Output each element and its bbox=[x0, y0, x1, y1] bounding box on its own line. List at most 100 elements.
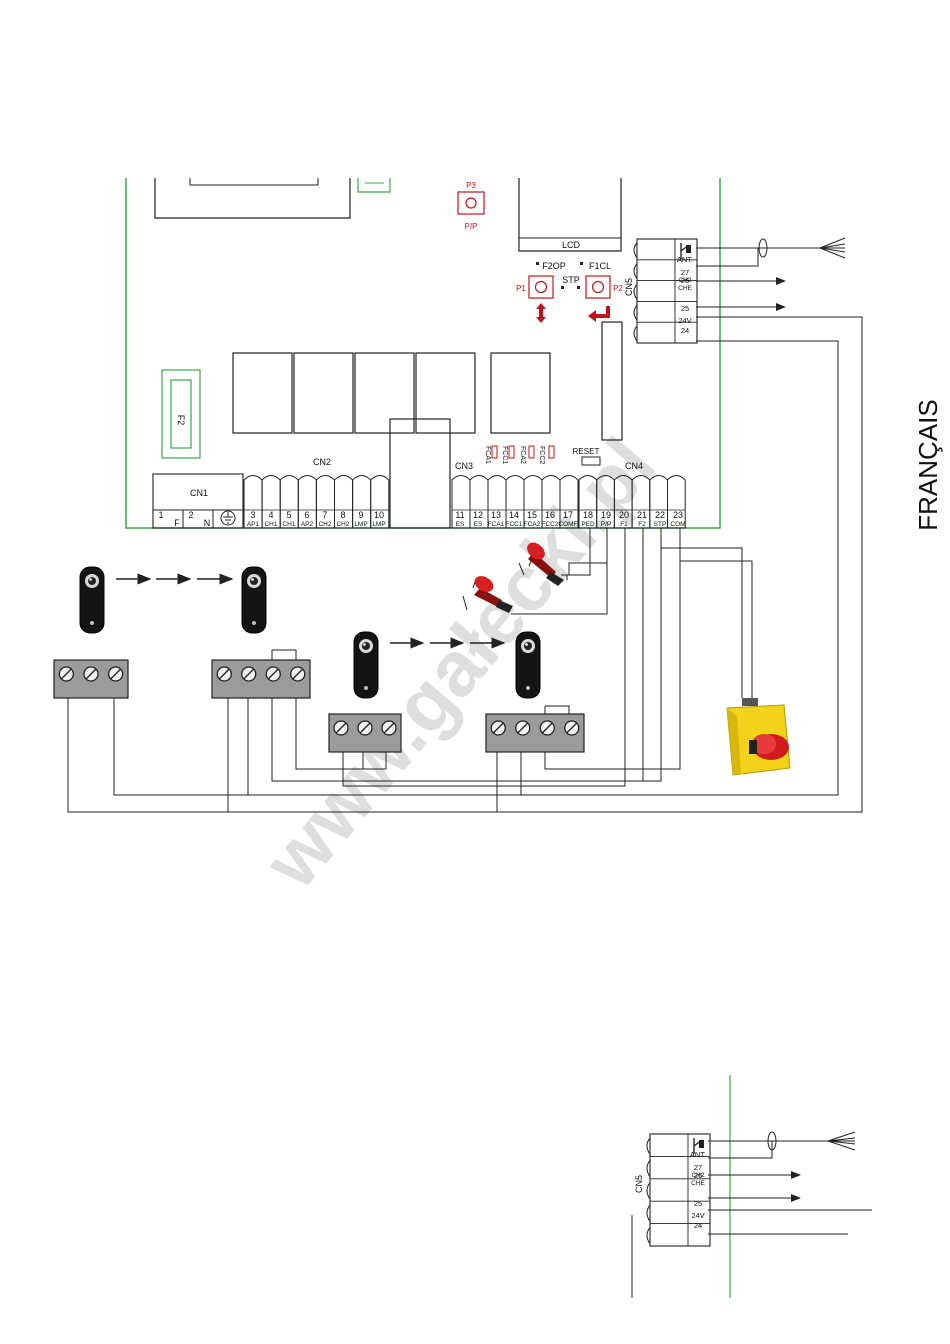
terminal-signal: CH1 bbox=[264, 521, 277, 528]
ground-icon bbox=[220, 510, 236, 526]
cn5-bump bbox=[646, 1204, 651, 1222]
terminal-number: 5 bbox=[286, 510, 291, 520]
terminal-number: 19 bbox=[601, 510, 611, 520]
photocell bbox=[515, 631, 541, 699]
p1-label: P1 bbox=[516, 284, 526, 293]
expansion-connector bbox=[601, 321, 623, 441]
cn5-bump bbox=[633, 242, 638, 259]
cn5-bump bbox=[633, 325, 638, 342]
terminal-signal: PED bbox=[581, 521, 595, 528]
cn5-bump bbox=[646, 1137, 651, 1155]
cn1-block bbox=[152, 473, 244, 529]
cn5-terminal-signal: CH2 bbox=[678, 277, 691, 284]
terminal-number: 12 bbox=[473, 510, 483, 520]
terminal-signal: F bbox=[174, 518, 180, 528]
cn2-housing bbox=[243, 475, 390, 529]
cn5-bump bbox=[646, 1182, 651, 1200]
terminal-number: 3 bbox=[250, 510, 255, 520]
relays bbox=[232, 352, 551, 434]
f1cl-label: F1CL bbox=[589, 261, 611, 271]
terminal-signal: CH2 bbox=[336, 521, 349, 528]
terminal-strip bbox=[328, 713, 402, 753]
cn5-bump bbox=[633, 305, 638, 321]
cn5-terminal: 27 bbox=[681, 268, 689, 277]
cn4-housing bbox=[578, 475, 686, 529]
cn3-housing bbox=[451, 475, 579, 529]
cn5-terminal: ANT. bbox=[677, 255, 693, 264]
led-label-fcc1: FCC1 bbox=[501, 446, 508, 464]
lcd-label: LCD bbox=[562, 240, 581, 250]
terminal-strip bbox=[211, 659, 311, 699]
terminal-number: 13 bbox=[491, 510, 501, 520]
terminal-signal: AP2 bbox=[301, 521, 314, 528]
terminal-number: 7 bbox=[322, 510, 327, 520]
terminal-number: 9 bbox=[358, 510, 363, 520]
photocells bbox=[79, 566, 541, 699]
terminal-number: 17 bbox=[563, 510, 573, 520]
terminal-signal: AP1 bbox=[247, 521, 260, 528]
fuse-label: F2 bbox=[176, 415, 186, 426]
terminal-strip bbox=[53, 659, 129, 699]
terminal-signal: ES bbox=[456, 521, 465, 528]
p3-label: P3 bbox=[466, 181, 476, 190]
cn5-terminal: 25 bbox=[694, 1199, 702, 1208]
terminal-number: 1 bbox=[158, 510, 163, 520]
cn5-terminal: 25 bbox=[681, 304, 689, 313]
center-connector bbox=[389, 418, 451, 529]
cn5-bump bbox=[646, 1227, 651, 1245]
cn4-label: CN4 bbox=[625, 461, 643, 471]
control-board: P3 P/P LCD F2OP F1CL STP P1 P2 bbox=[125, 178, 721, 529]
terminal-signal: FCA1 bbox=[488, 521, 505, 528]
photocell bbox=[353, 631, 379, 699]
top-connector bbox=[357, 178, 391, 193]
f1cl-dot bbox=[580, 262, 583, 265]
photocell bbox=[241, 566, 267, 634]
cn5-terminal: 24V bbox=[691, 1211, 704, 1220]
terminal-signal: CH1 bbox=[282, 521, 295, 528]
terminal-number: 11 bbox=[455, 510, 464, 520]
reset-jumper bbox=[581, 456, 601, 466]
emergency-stop-button bbox=[726, 698, 791, 776]
beam-arrows bbox=[116, 573, 506, 649]
terminal-signal: COMF bbox=[558, 521, 577, 528]
terminal-signal: COM bbox=[670, 521, 685, 528]
field-wiring bbox=[67, 237, 863, 813]
cn5-terminal: 24 bbox=[694, 1221, 702, 1230]
cn5-terminal-signal: CHE bbox=[678, 285, 692, 292]
terminal-labels: 1F2N3AP14CH15CH16AP27CH28CH29LMP10LMP11E… bbox=[158, 510, 685, 528]
cn5-terminal: 27 bbox=[694, 1163, 702, 1172]
cn5-terminal: ANT. bbox=[690, 1150, 706, 1159]
led-label-fca1: FCA1 bbox=[484, 446, 491, 464]
antenna-terminal-pin bbox=[686, 245, 691, 253]
photocell bbox=[79, 566, 105, 634]
detail-wiring bbox=[708, 1131, 872, 1235]
p3-sublabel: P/P bbox=[465, 222, 478, 231]
cn5-terminal: 26 bbox=[681, 276, 689, 285]
screw-terminal bbox=[667, 475, 686, 529]
terminal-number: 2 bbox=[188, 510, 193, 520]
stp-dot-left bbox=[561, 286, 564, 289]
terminal-signal: P/P bbox=[601, 521, 611, 528]
enter-arrow-icon bbox=[588, 306, 610, 322]
cn1-label: CN1 bbox=[190, 488, 208, 498]
cn5-label: CN5 bbox=[624, 278, 634, 296]
terminal-number: 21 bbox=[637, 510, 647, 520]
cn5-terminal: 24 bbox=[681, 326, 689, 335]
terminal-signal: LMP bbox=[372, 521, 385, 528]
cn3-label: CN3 bbox=[455, 461, 473, 471]
cn5-bump bbox=[633, 284, 638, 300]
push-button-pp bbox=[518, 542, 564, 586]
photocell-terminal-strips bbox=[53, 659, 585, 753]
led-label-fca2: FCA2 bbox=[519, 446, 526, 464]
terminal-number: 8 bbox=[340, 510, 345, 520]
terminal-number: 15 bbox=[527, 510, 537, 520]
terminal-number: 22 bbox=[655, 510, 665, 520]
terminal-number: 4 bbox=[268, 510, 273, 520]
f2op-label: F2OP bbox=[542, 261, 566, 271]
detail-cn5-label: CN5 bbox=[634, 1175, 644, 1193]
terminal-housings bbox=[243, 475, 686, 529]
transformer-inner bbox=[189, 178, 319, 186]
